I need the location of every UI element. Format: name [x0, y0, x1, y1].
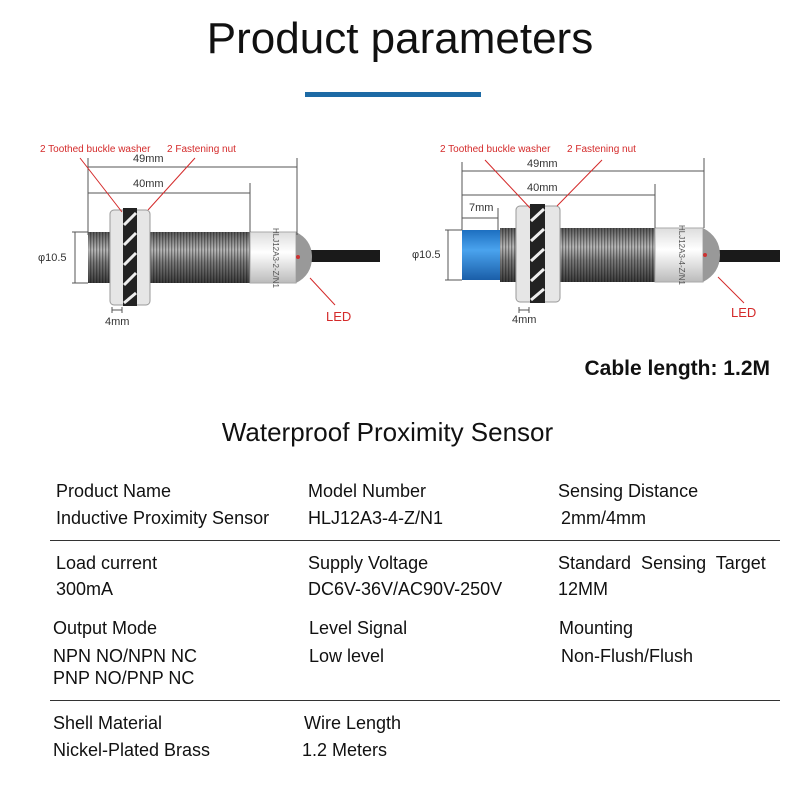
spec-label: Output Mode [53, 618, 158, 638]
divider [50, 540, 780, 541]
spec-value: NPN NO/NPN NC [53, 646, 198, 666]
title-underline [305, 92, 481, 97]
spec-value: 300mA [56, 579, 114, 599]
led-cap [296, 232, 312, 283]
spec-label: Supply Voltage [308, 553, 429, 573]
overall-length: 49mm [133, 153, 164, 165]
spec-value: Nickel-Plated Brass [53, 740, 211, 760]
model-print: HLJ12A3-2-Z/N1 [271, 228, 280, 289]
cable [310, 250, 380, 262]
spec-value: Inductive Proximity Sensor [56, 508, 270, 528]
divider [50, 700, 780, 701]
spec-label: Model Number [308, 481, 427, 501]
spec-value: 12MM [558, 579, 609, 599]
sensing-face [462, 230, 500, 280]
model-print: HLJ12A3-4-Z/N1 [677, 225, 686, 286]
nut-label: 2 Fastening nut [567, 144, 636, 155]
diameter: φ10.5 [412, 249, 441, 261]
led-label: LED [731, 305, 756, 320]
overall-length: 49mm [527, 158, 558, 170]
spec-value: Low level [309, 646, 385, 666]
spec-label: Load current [56, 553, 158, 573]
spec-label: Mounting [559, 618, 634, 638]
face-length: 7mm [469, 202, 493, 214]
spec-value: PNP NO/PNP NC [53, 668, 195, 688]
nut-width: 4mm [512, 314, 536, 326]
spec-label: Product Name [56, 481, 172, 501]
spec-value: DC6V-36V/AC90V-250V [308, 579, 503, 599]
sensor-diagram-nonflush: HLJ12A3-4-Z/N1 2 Toothed buckle washer 2… [412, 144, 780, 326]
spec-value: 1.2 Meters [302, 740, 388, 760]
spec-value: HLJ12A3-4-Z/N1 [308, 508, 444, 528]
washer-label: 2 Toothed buckle washer [440, 144, 551, 155]
nut-label: 2 Fastening nut [167, 144, 236, 155]
spec-label: Sensing Distance [558, 481, 699, 501]
cable [710, 250, 780, 262]
spec-label: Standard Sensing Target [558, 553, 766, 573]
thread-length: 40mm [527, 182, 558, 194]
nut-width: 4mm [105, 316, 129, 328]
page-title: Product parameters [206, 14, 594, 63]
spec-label: Wire Length [304, 713, 402, 733]
section-heading: Waterproof Proximity Sensor [221, 417, 554, 447]
washer-label: 2 Toothed buckle washer [40, 144, 151, 155]
led-label: LED [326, 309, 351, 324]
spec-label: Shell Material [53, 713, 163, 733]
sensor-diagram-flush: HLJ12A3-2-Z/N1 2 Toothed buckle washer 2… [38, 144, 380, 328]
spec-label: Level Signal [309, 618, 408, 638]
diameter: φ10.5 [38, 252, 67, 264]
spec-value: 2mm/4mm [561, 508, 646, 528]
spec-value: Non-Flush/Flush [561, 646, 694, 666]
cable-length: Cable length: 1.2M [584, 357, 770, 380]
thread-length: 40mm [133, 178, 164, 190]
led-cap [703, 228, 720, 282]
